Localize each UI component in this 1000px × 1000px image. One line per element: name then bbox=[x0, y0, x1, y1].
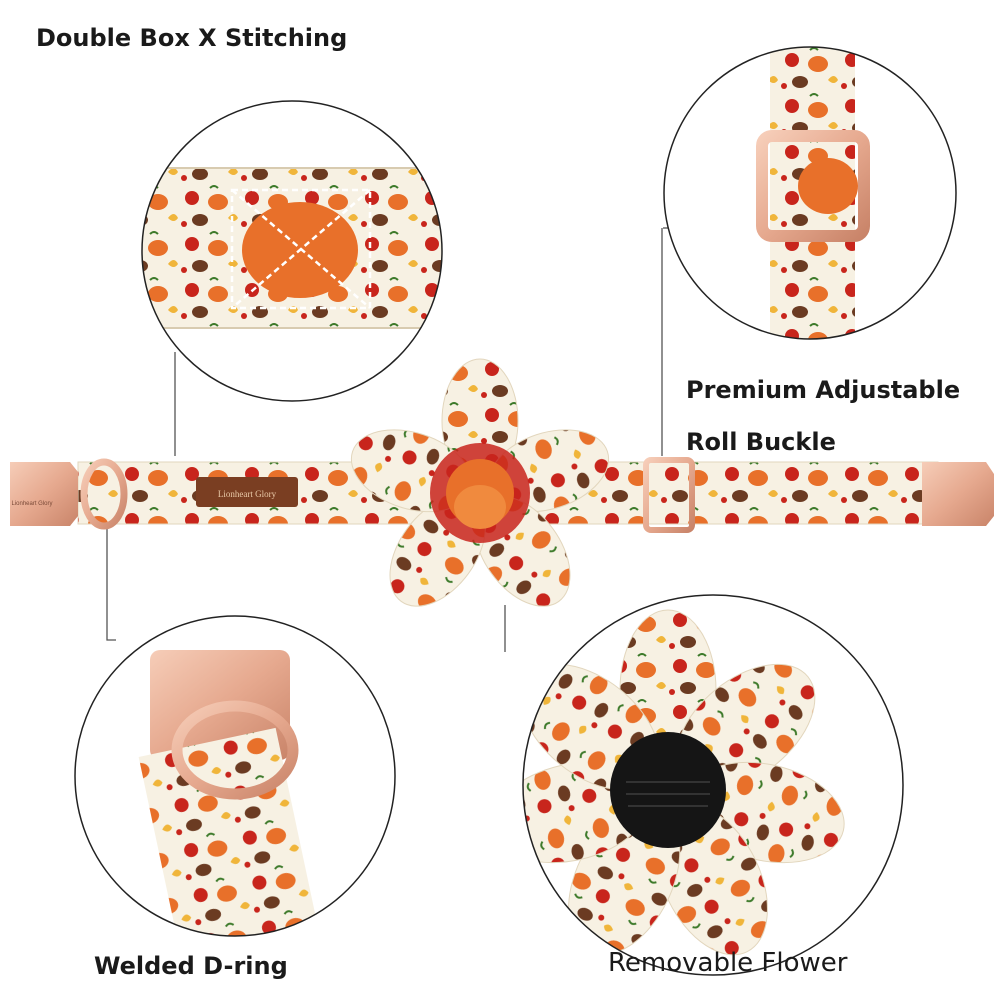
flower-label: Removable Flower bbox=[608, 948, 848, 978]
left-buckle bbox=[10, 462, 78, 526]
flower-detail-circle bbox=[522, 594, 904, 976]
leader-lines bbox=[106, 227, 676, 652]
buckle-label-line2: Roll Buckle bbox=[686, 428, 836, 456]
stitching-detail-circle bbox=[141, 100, 443, 402]
buckle-label-line1: Premium Adjustable bbox=[686, 376, 961, 404]
collar-roll-buckle bbox=[643, 457, 695, 533]
leather-tag-text: Lionheart Glory bbox=[218, 489, 277, 499]
buckle-logo-text: Lionheart Glory bbox=[11, 501, 52, 507]
d-ring bbox=[80, 458, 128, 530]
dring-detail-circle bbox=[74, 615, 396, 937]
main-flower bbox=[350, 358, 610, 607]
leather-tag bbox=[196, 477, 298, 507]
buckle-detail-circle bbox=[663, 46, 957, 340]
stitching-label: Double Box X Stitching bbox=[36, 24, 348, 52]
dring-label: Welded D-ring bbox=[94, 952, 288, 980]
right-buckle bbox=[922, 462, 994, 526]
